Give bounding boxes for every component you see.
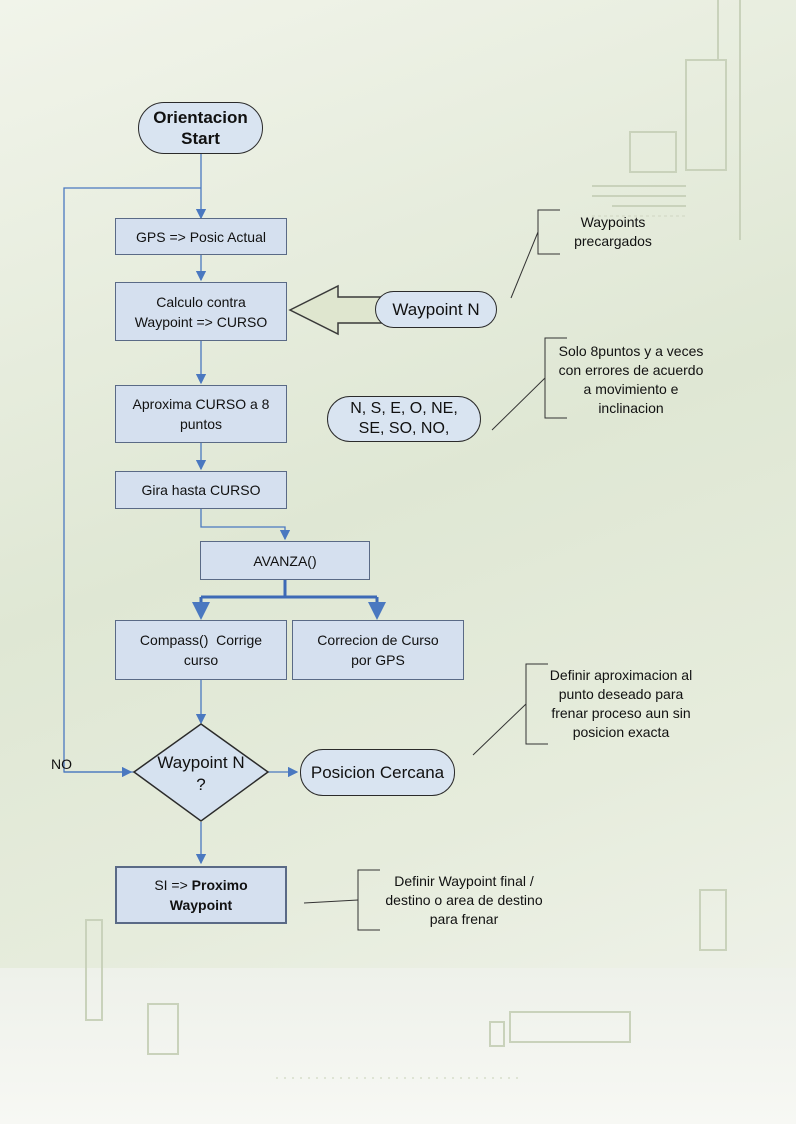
correcion-box-line1: Correcion de Curso [317,632,439,648]
leader-definir [472,703,527,756]
waypoint-n-pill: Waypoint N [375,291,497,328]
decision-label: Waypoint N ? [134,752,268,796]
note-definir-line4: posicion exacta [572,724,670,740]
note-waypoints: Waypoints precargados [548,213,678,251]
note-final-line2: destino o area de destino [385,892,543,908]
calculo-box-line2: Waypoint => CURSO [134,313,268,330]
note-definir-line2: punto deseado para [558,686,684,702]
compass-box-line1: Compass() Corrige [139,632,263,648]
si-box-bold2: Waypoint [169,897,233,913]
avanza-box: AVANZA() [200,541,370,580]
note-final-line3: para frenar [429,911,499,927]
note-waypoint-final: Definir Waypoint final / destino o area … [366,872,562,929]
correcion-box: Correcion de Curso por GPS [292,620,464,680]
note-definir-line1: Definir aproximacion al [549,667,693,683]
background-bottom-band [0,968,796,1124]
posicion-cercana-label: Posicion Cercana [310,762,445,782]
calculo-box-line1: Calculo contra [156,293,246,310]
aproxima-box-line2: puntos [179,416,223,432]
note-final-line1: Definir Waypoint final / [394,873,534,889]
gps-box-label: GPS => Posic Actual [136,228,266,245]
directions-pill-line2: SE, SO, NO, [358,420,450,437]
si-box-bold1: Proximo [191,877,248,893]
correcion-box-line2: por GPS [351,652,405,668]
note-solo-8puntos: Solo 8puntos y a veces con errores de ac… [540,342,722,418]
directions-pill: N, S, E, O, NE, SE, SO, NO, [327,396,481,442]
aproxima-box: Aproxima CURSO a 8 puntos [115,385,287,443]
compass-box: Compass() Corrige curso [115,620,287,680]
aproxima-box-line1: Aproxima CURSO a 8 [132,396,270,412]
note-solo-line1: Solo 8puntos y a veces [558,343,704,359]
leader-solo [491,377,546,431]
directions-pill-line1: N, S, E, O, NE, [350,400,458,417]
leader-waypoints [510,231,539,299]
gira-box: Gira hasta CURSO [115,471,287,509]
si-box-prefix: SI => [154,877,192,893]
compass-box-line2: curso [183,652,219,668]
note-solo-line4: inclinacion [598,400,664,416]
gira-box-label: Gira hasta CURSO [141,482,261,498]
note-solo-line2: con errores de acuerdo [558,362,704,378]
leader-final [303,899,359,904]
gps-box: GPS => Posic Actual [115,218,287,255]
posicion-cercana-pill: Posicion Cercana [300,749,455,796]
start-node-line1: Orientacion [153,108,248,127]
si-box: SI => Proximo Waypoint [115,866,287,924]
avanza-box-label: AVANZA() [253,552,317,569]
calculo-box: Calculo contra Waypoint => CURSO [115,282,287,341]
decision-diamond [132,723,270,822]
start-node-line2: Start [181,129,220,148]
note-definir-line3: frenar proceso aun sin [551,705,691,721]
note-waypoints-line1: Waypoints [580,214,646,230]
waypoint-n-pill-label: Waypoint N [392,299,480,319]
edge-gira-avanza [200,509,291,541]
decision-label-line1: Waypoint N [157,753,245,772]
si-box-line1: SI => Proximo [154,875,247,895]
no-label: NO [51,756,72,772]
note-waypoints-line2: precargados [574,233,652,249]
start-node: Orientacion Start [138,102,263,154]
note-definir-aproximacion: Definir aproximacion al punto deseado pa… [532,666,710,742]
decision-label-line2: ? [196,775,206,794]
waypoint-block-arrow [288,284,386,336]
note-solo-line3: a movimiento e [583,381,679,397]
